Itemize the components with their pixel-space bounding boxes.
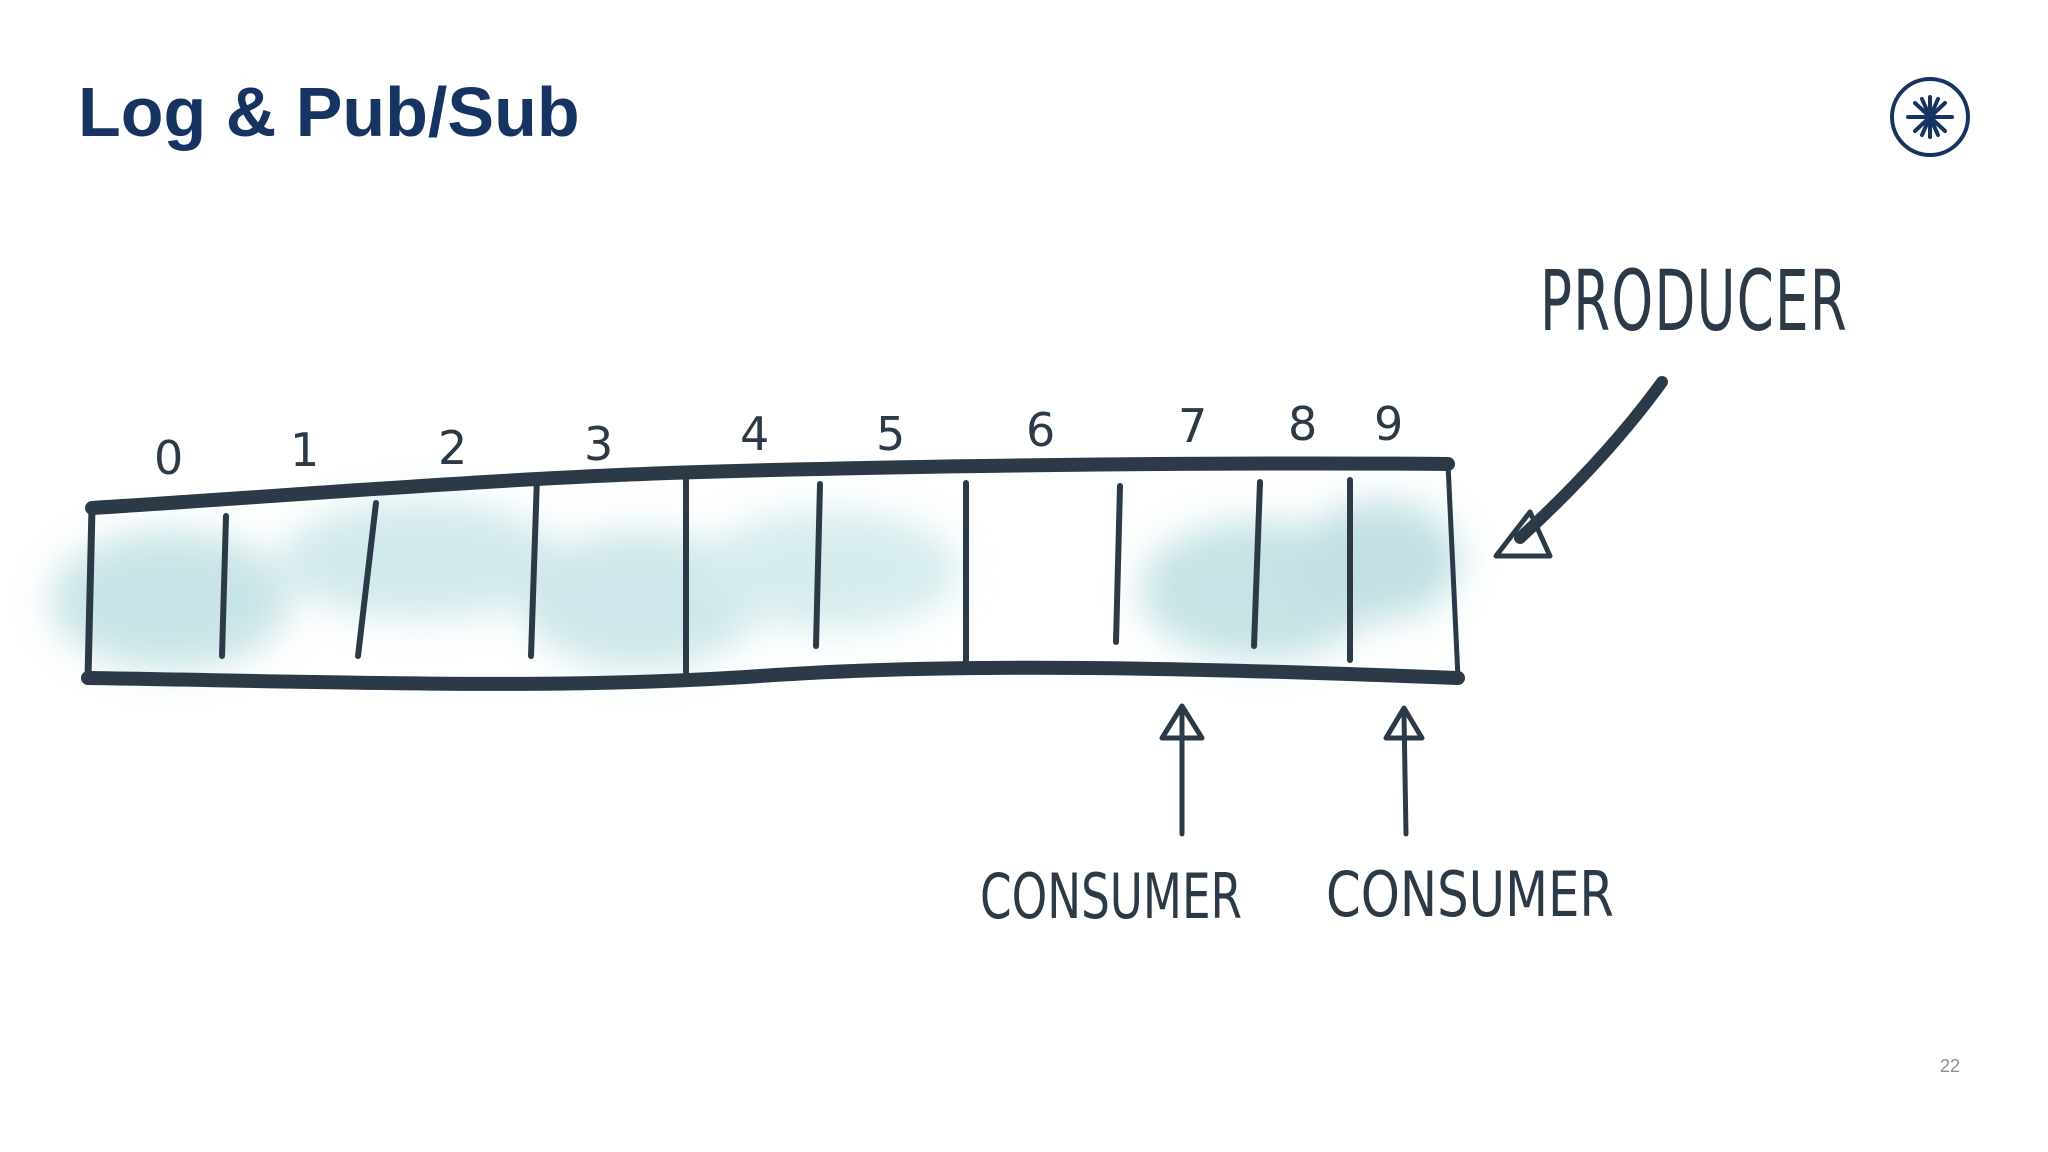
offset-4: 4: [740, 407, 769, 461]
slide-title: Log & Pub/Sub: [78, 73, 580, 151]
offset-9: 9: [1374, 397, 1403, 451]
producer-arrow: [1493, 376, 1668, 559]
log-wash: [50, 500, 1460, 670]
page-number: 22: [1940, 1056, 1961, 1076]
divider-3: [528, 474, 540, 659]
offset-7: 7: [1178, 399, 1207, 453]
offset-5: 5: [876, 407, 905, 461]
starburst-logo-icon: [1890, 77, 1970, 157]
consumer-arrow-2: [1383, 705, 1425, 837]
offset-0: 0: [154, 431, 183, 485]
producer-label: PRODUCER: [1540, 252, 1848, 350]
log-body: [81, 456, 1465, 691]
divider-7: [1113, 483, 1123, 645]
divider-8: [1251, 479, 1263, 649]
log-cell-dividers: [219, 474, 1353, 675]
offset-labels: 0 1 2 3 4 5 6 7 8 9: [154, 397, 1403, 485]
offset-2: 2: [438, 421, 467, 475]
offset-1: 1: [290, 423, 319, 477]
consumer-arrow-1: [1159, 703, 1205, 837]
divider-1: [219, 513, 229, 659]
divider-5: [813, 481, 823, 649]
consumer-label-2: CONSUMER: [1326, 858, 1614, 931]
consumer-label-1: CONSUMER: [980, 860, 1242, 933]
offset-6: 6: [1026, 403, 1055, 457]
offset-3: 3: [584, 417, 613, 471]
divider-2: [355, 500, 379, 659]
offset-8: 8: [1288, 397, 1317, 451]
consumer-arrows: [1159, 703, 1425, 837]
